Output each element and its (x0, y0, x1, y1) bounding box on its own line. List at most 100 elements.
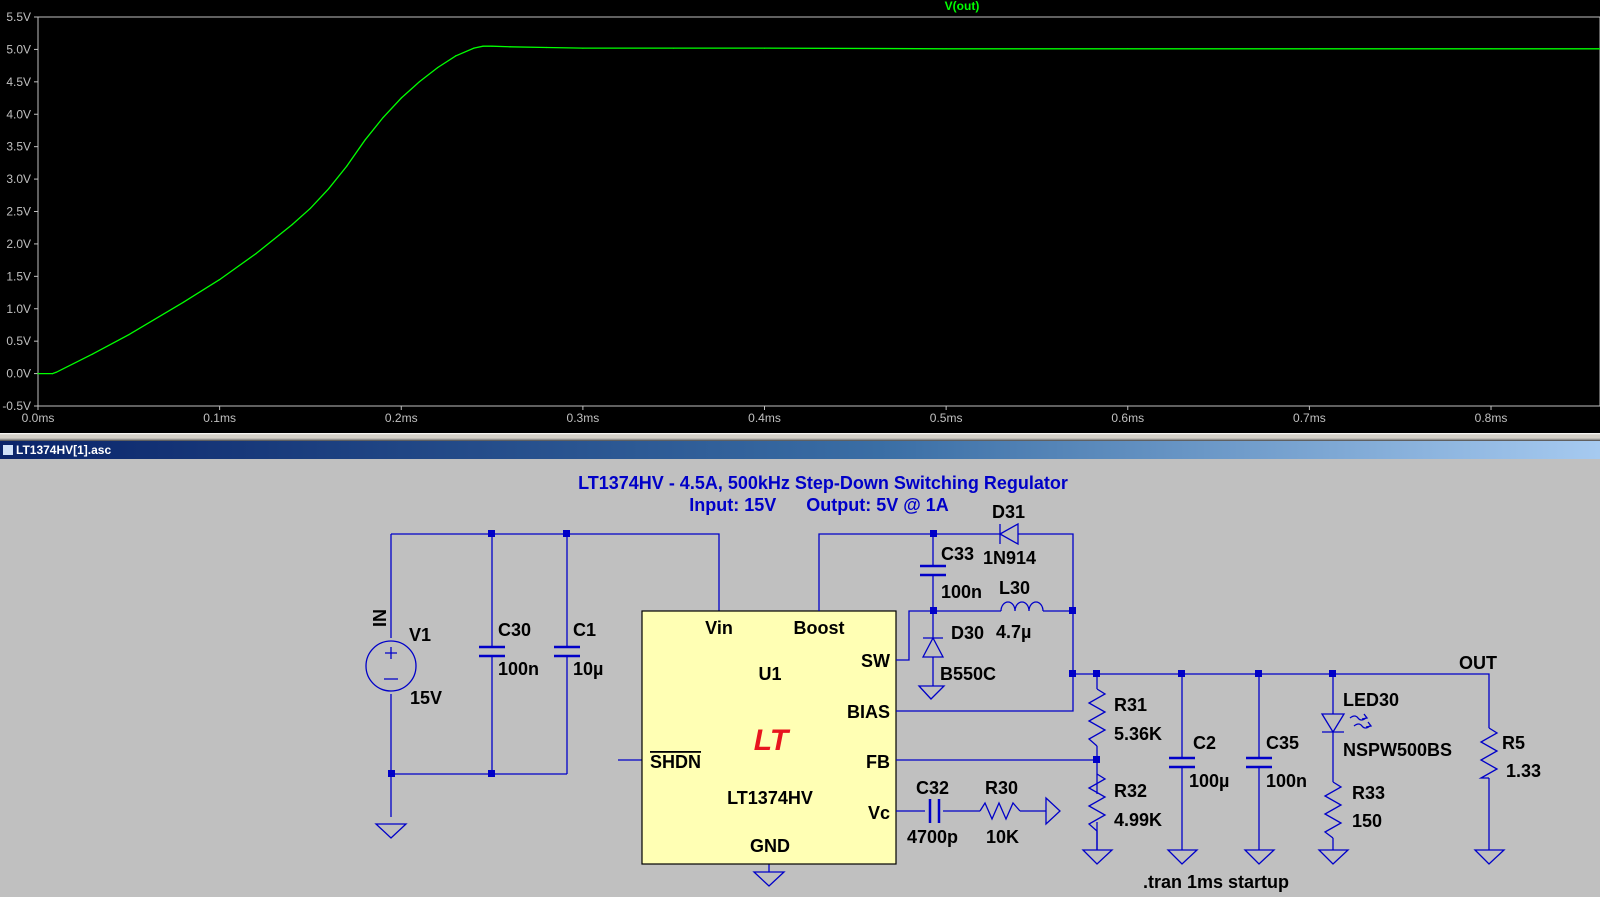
trace-label[interactable]: V(out) (945, 0, 980, 13)
schematic-window-titlebar[interactable]: LT1374HV[1].asc (0, 441, 1600, 459)
led-led30[interactable]: LED30 NSPW500BS (1320, 690, 1452, 760)
switch-node-wires (818, 533, 1490, 850)
inductor-l30[interactable]: L30 4.7µ (996, 578, 1044, 642)
trace-point (400, 97, 402, 99)
y-tick-label: 5.0V (6, 42, 31, 56)
trace-point (509, 46, 511, 48)
junction (1069, 607, 1076, 614)
net-label-out[interactable]: OUT (1459, 653, 1497, 673)
junction (563, 530, 570, 537)
schematic-pane[interactable]: LT1374HV - 4.5A, 500kHz Step-Down Switch… (0, 459, 1600, 897)
junction (930, 530, 937, 537)
d30-ref: D30 (951, 623, 984, 643)
resistor-r30[interactable]: R30 10K (979, 778, 1021, 847)
trace-point (473, 47, 475, 49)
pin-sw-label: SW (861, 651, 890, 671)
voltage-source-v1[interactable]: V1 15V (365, 625, 442, 708)
trace-point (91, 353, 94, 355)
ground-symbol (374, 823, 408, 839)
junction (1069, 670, 1076, 677)
svg-text:LT: LT (754, 724, 791, 757)
ground-symbol (752, 871, 786, 887)
trace-point (346, 165, 348, 167)
net-label-in[interactable]: IN (370, 609, 390, 627)
v1-ref: V1 (409, 625, 431, 645)
x-tick-label: 0.6ms (1111, 411, 1144, 425)
trace-point (309, 207, 311, 209)
junction (388, 770, 395, 777)
schematic-canvas[interactable]: LT1374HV - 4.5A, 500kHz Step-Down Switch… (0, 459, 1600, 897)
trace-point (219, 279, 221, 281)
pin-vc-label: Vc (868, 803, 890, 823)
y-tick-label: 4.0V (6, 107, 31, 121)
r31-value: 5.36K (1114, 724, 1162, 744)
r5-ref: R5 (1502, 733, 1525, 753)
trace-point (673, 47, 675, 49)
c2-value: 100µ (1189, 771, 1229, 791)
ic-lt1374hv[interactable]: Vin Boost U1 SW BIAS SHDN FB Vc LT1374HV… (641, 610, 897, 865)
y-tick-label: 4.5V (6, 75, 31, 89)
pin-boost-label: Boost (794, 618, 845, 638)
ic-part-name: LT1374HV (727, 788, 813, 808)
trace-point (945, 48, 947, 50)
c2-ref: C2 (1193, 733, 1216, 753)
c32-value: 4700p (907, 827, 958, 847)
diode-d30[interactable]: D30 B550C (921, 623, 996, 684)
junction (1329, 670, 1336, 677)
trace-vout (38, 45, 1600, 375)
trace-point (455, 55, 457, 57)
d30-value: B550C (940, 664, 996, 684)
plot-axes: -0.5V0.0V0.5V1.0V1.5V2.0V2.5V3.0V3.5V4.0… (2, 10, 1600, 425)
capacitor-c1[interactable]: C1 10µ (554, 620, 603, 679)
junction (1093, 670, 1100, 677)
x-tick-label: 0.1ms (203, 411, 236, 425)
resistor-r32[interactable]: R32 4.99K (1087, 773, 1162, 850)
x-tick-label: 0.0ms (22, 411, 55, 425)
r33-value: 150 (1352, 811, 1382, 831)
schematic-subtitle: Input: 15V Output: 5V @ 1A (689, 495, 949, 515)
ground-symbol (1473, 849, 1506, 865)
schematic-title: LT1374HV - 4.5A, 500kHz Step-Down Switch… (578, 473, 1068, 493)
capacitor-c2[interactable]: C2 100µ (1169, 733, 1229, 791)
junction (930, 607, 937, 614)
spice-directive[interactable]: .tran 1ms startup (1143, 872, 1289, 892)
y-tick-label: 2.5V (6, 205, 31, 219)
x-tick-label: 0.2ms (385, 411, 418, 425)
l30-value: 4.7µ (996, 622, 1031, 642)
plot-frame (37, 16, 1600, 407)
x-tick-label: 0.7ms (1293, 411, 1326, 425)
waveform-plot[interactable]: -0.5V0.0V0.5V1.0V1.5V2.0V2.5V3.0V3.5V4.0… (0, 0, 1600, 436)
diode-d31[interactable]: D31 1N914 (983, 502, 1036, 568)
trace-point (546, 46, 548, 49)
junction (488, 770, 495, 777)
x-tick-label: 0.3ms (567, 411, 600, 425)
trace-point (418, 81, 420, 83)
led30-value: NSPW500BS (1343, 740, 1452, 760)
r5-value: 1.33 (1506, 761, 1541, 781)
x-tick-label: 0.5ms (930, 411, 963, 425)
schematic-file-icon (2, 444, 14, 456)
capacitor-c30[interactable]: C30 100n (479, 620, 539, 679)
c30-value: 100n (498, 659, 539, 679)
d31-value: 1N914 (983, 548, 1036, 568)
resistor-r31[interactable]: R31 5.36K (1087, 688, 1162, 747)
trace-point (437, 67, 439, 69)
capacitor-c32[interactable]: C32 4700p (907, 778, 958, 847)
trace-point (182, 301, 184, 303)
pin-shdn-label: SHDN (650, 752, 701, 772)
resistor-r5[interactable]: R5 1.33 (1478, 727, 1541, 781)
r30-ref: R30 (985, 778, 1018, 798)
pane-splitter[interactable] (0, 433, 1600, 441)
x-tick-label: 0.4ms (748, 411, 781, 425)
resistor-r33[interactable]: R33 150 (1323, 781, 1385, 839)
ground-symbol (917, 685, 946, 700)
capacitor-c35[interactable]: C35 100n (1246, 733, 1307, 791)
trace-point (382, 116, 384, 119)
l30-ref: L30 (999, 578, 1030, 598)
capacitor-c33[interactable]: C33 100n (920, 544, 982, 602)
y-tick-label: 3.0V (6, 172, 31, 186)
trace-point (763, 47, 766, 49)
r30-value: 10K (986, 827, 1019, 847)
c33-ref: C33 (941, 544, 974, 564)
